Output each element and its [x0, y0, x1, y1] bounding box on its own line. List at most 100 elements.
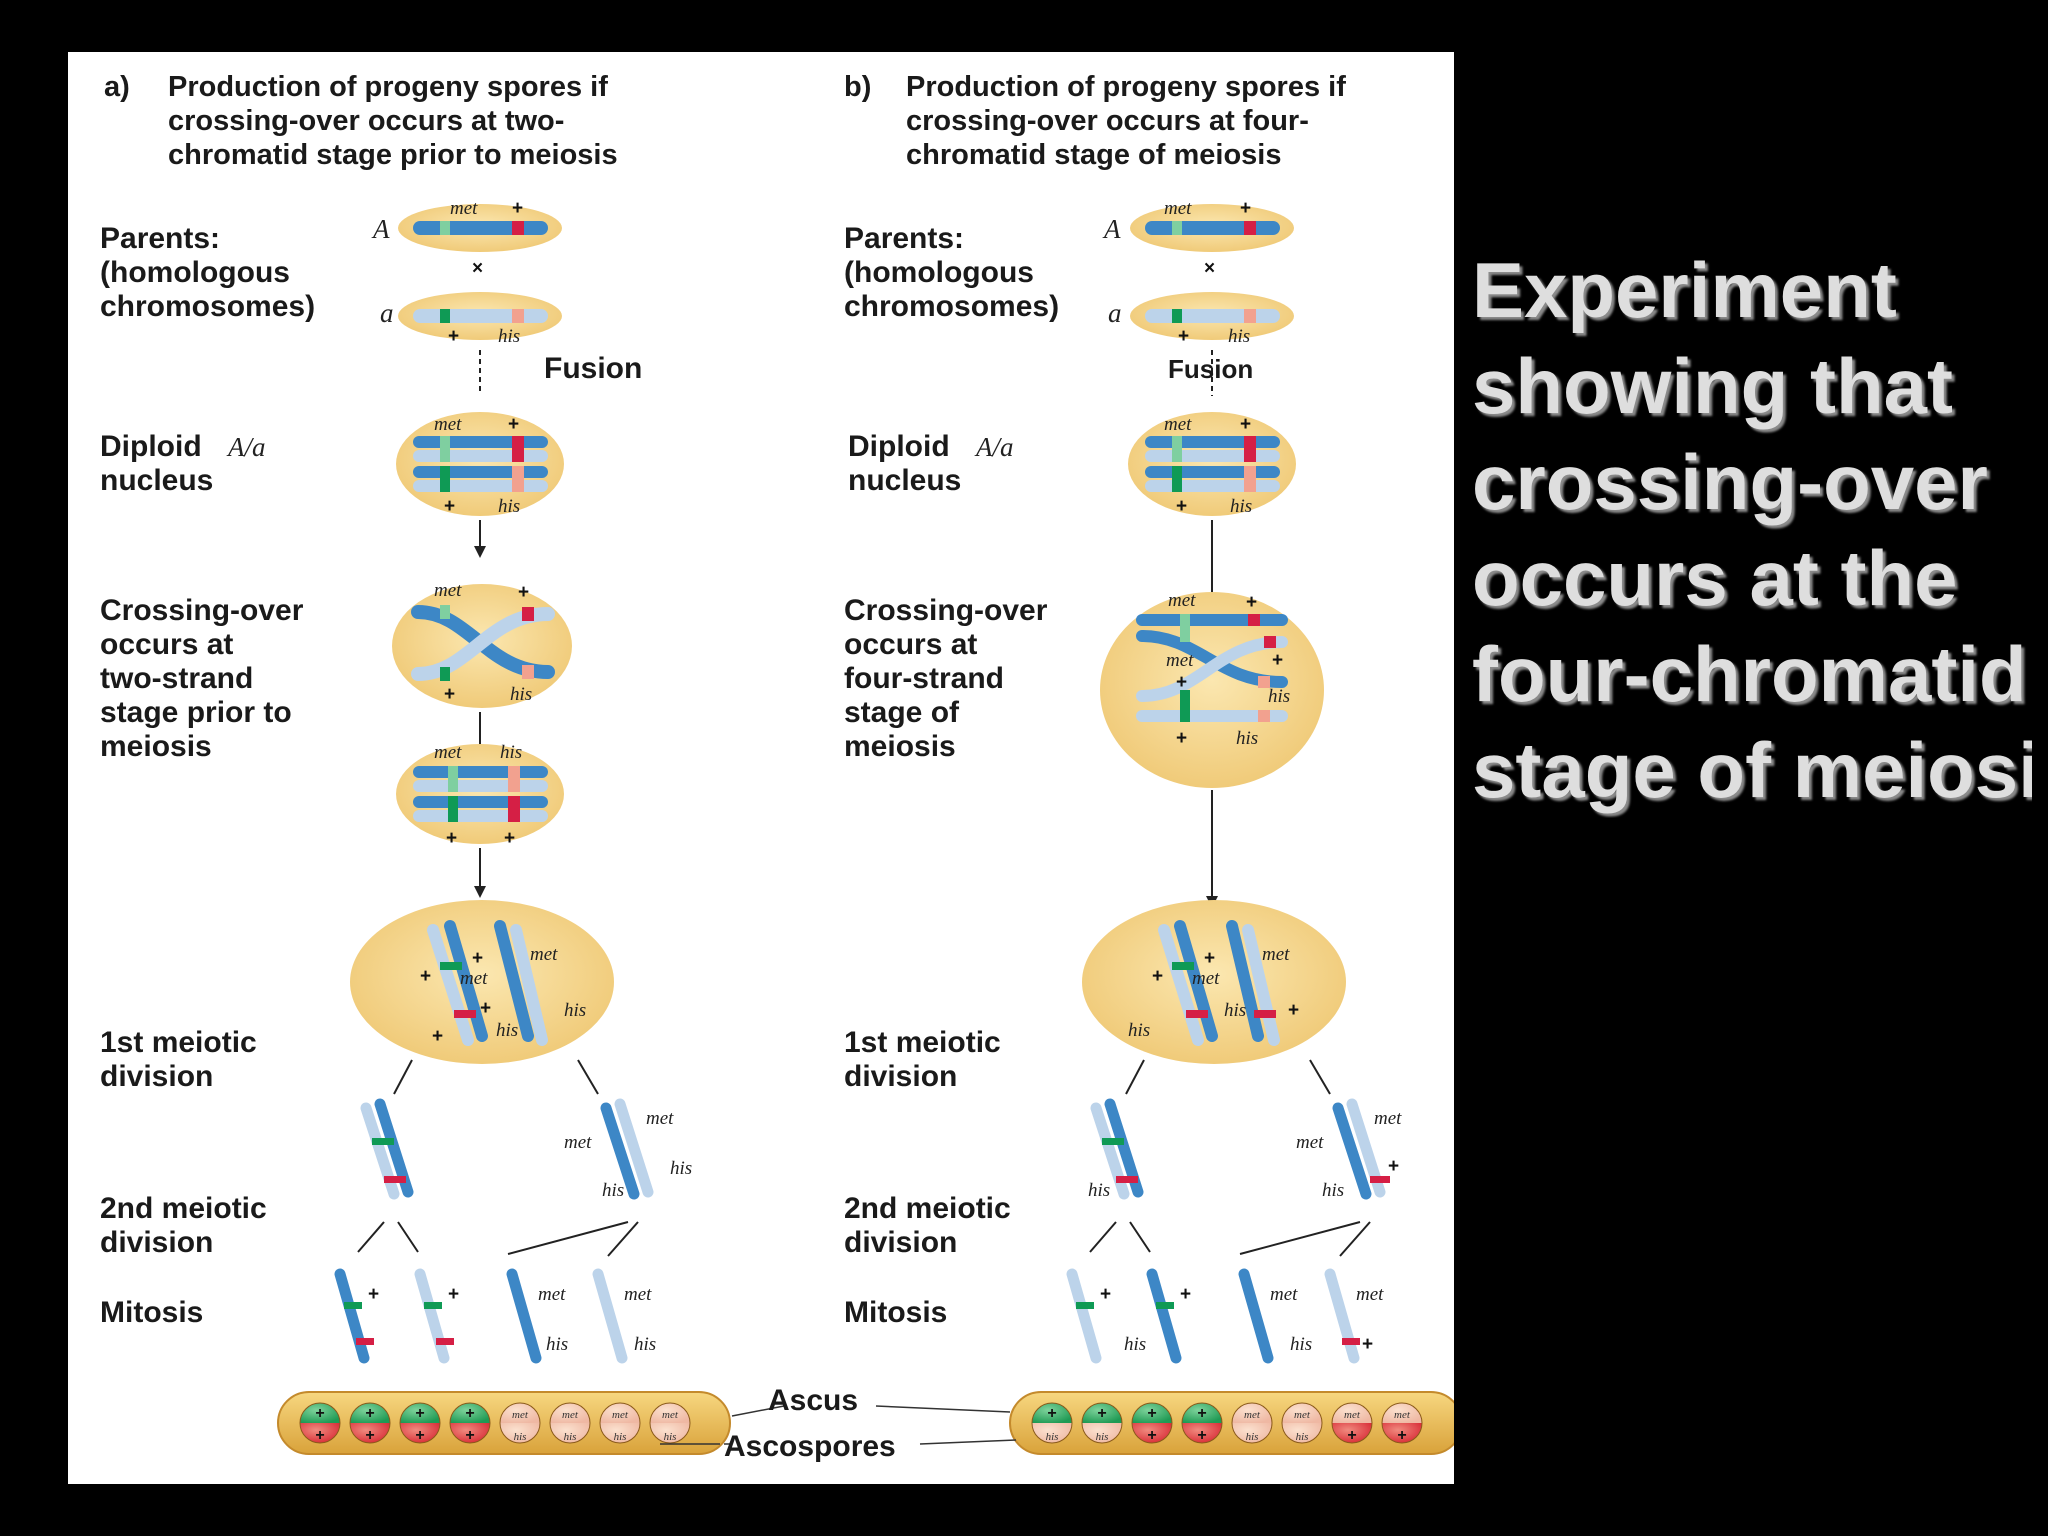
panel-b-meiosis1-products: met met his his + — [1088, 1098, 1402, 1201]
panel-a-nucleus-label: nucleus — [100, 464, 213, 497]
ascospore-label: met — [562, 1409, 579, 1421]
panel-a-recombinant-nucleus: met his + + — [396, 742, 564, 849]
panel-a-crossing-line3: two-strand — [100, 662, 253, 695]
gene-label-his: his — [564, 1000, 586, 1021]
gene-label-met: met — [1168, 590, 1196, 611]
panel-a-crossover-cell: met + + his — [392, 580, 572, 708]
gene-label-met: met — [1374, 1108, 1402, 1129]
gene-label-plus: + — [368, 1284, 379, 1305]
gene-label-plus: + — [480, 998, 491, 1019]
panel-a-meiosis2-line2: division — [100, 1226, 213, 1259]
gene-label-his: his — [1088, 1180, 1110, 1201]
side-caption-line: four-chromatid — [1472, 630, 2027, 718]
ascospore-label: + — [1197, 1427, 1206, 1444]
panel-a-crossing-line2: occurs at — [100, 628, 233, 661]
panel-a-parents-line2: (homologous — [100, 256, 290, 289]
panel-a: a) Production of progeny spores if cross… — [100, 71, 731, 1455]
panel-a-meiosis1-line2: division — [100, 1060, 213, 1093]
gene-label-his: his — [1224, 1000, 1246, 1021]
ascospore-label: met — [1244, 1409, 1261, 1421]
gene-label-plus: + — [1176, 496, 1187, 517]
panel-b-meiosis2-line2: division — [844, 1226, 957, 1259]
gene-label-his: his — [496, 1020, 518, 1041]
panel-b-heading: b) Production of progeny spores if cross… — [844, 71, 1346, 171]
panel-a-heading-line1: Production of progeny spores if — [168, 71, 608, 103]
panel-b-nucleus-label: nucleus — [848, 464, 961, 497]
gene-label-plus: + — [420, 966, 431, 987]
gene-label-his: his — [1236, 728, 1258, 749]
gene-label-met: met — [434, 414, 462, 435]
ascospore-label: + — [365, 1405, 374, 1422]
panel-b-heading-line2: crossing-over occurs at four- — [906, 105, 1309, 137]
ascospore-label: his — [664, 1431, 677, 1443]
ascospore-label: met — [512, 1409, 529, 1421]
gene-label-met: met — [530, 944, 558, 965]
panel-b-crossover-cell: met + met + + his + his — [1100, 590, 1324, 788]
ascospore: ++ — [1181, 1402, 1223, 1444]
gene-label-plus: + — [446, 828, 457, 849]
gene-label-plus: + — [518, 582, 529, 603]
panel-b-mitosis-chromatids: met met his his + + + — [1066, 1268, 1384, 1364]
panel-b-meiosis1-label: 1st meiotic — [844, 1026, 1001, 1059]
panel-a-heading-line3: chromatid stage prior to meiosis — [168, 139, 618, 171]
side-caption-line: Experiment — [1472, 246, 1897, 334]
mating-type-a: a — [1108, 298, 1122, 328]
ascospore-label: met — [1394, 1409, 1411, 1421]
ascospore-label: met — [612, 1409, 629, 1421]
gene-label-plus: + — [472, 948, 483, 969]
gene-label-his: his — [1128, 1020, 1150, 1041]
panel-b-fusion-label: Fusion — [1168, 354, 1253, 384]
side-caption-line: crossing-over — [1472, 438, 1988, 526]
gene-label-met: met — [1164, 414, 1192, 435]
gene-label-his: his — [1268, 686, 1290, 707]
gene-label-his: his — [670, 1158, 692, 1179]
gene-label-plus: + — [1100, 1284, 1111, 1305]
gene-label-met: met — [1166, 650, 1194, 671]
ascospore-label: his — [514, 1431, 527, 1443]
ascospore-label: + — [415, 1405, 424, 1422]
gene-label-plus: + — [1204, 948, 1215, 969]
gene-label-plus: + — [1246, 592, 1257, 613]
gene-label-met: met — [1262, 944, 1290, 965]
panel-a-letter: a) — [104, 71, 130, 103]
gene-label-plus: + — [1152, 966, 1163, 987]
panel-a-fusion-label: Fusion — [544, 352, 642, 385]
side-caption-line: occurs at the — [1472, 534, 1958, 622]
gene-label-met: met — [624, 1284, 652, 1305]
ascospore-label: + — [1397, 1427, 1406, 1444]
gene-label-met: met — [1356, 1284, 1384, 1305]
panel-b-parents-label: Parents: — [844, 222, 964, 255]
panel-a-mitosis-label: Mitosis — [100, 1296, 203, 1329]
panel-b-crossing-label: Crossing-over — [844, 594, 1048, 627]
ascospore-label: + — [315, 1427, 324, 1444]
panel-b-heading-line3: chromatid stage of meiosis — [906, 139, 1282, 171]
panel-a-mitosis-chromatids: met met his his + + — [334, 1268, 656, 1364]
panel-b-parent-a-chromosome: + his a — [1108, 292, 1294, 347]
panel-a-parents-label: Parents: — [100, 222, 220, 255]
gene-label-his: his — [546, 1334, 568, 1355]
side-caption: Experiment showing that crossing-over oc… — [1472, 242, 2032, 818]
ascospore: met + — [1381, 1402, 1423, 1444]
side-caption-line: stage of meiosis — [1472, 726, 2032, 814]
mating-type-a: a — [380, 298, 394, 328]
ascospore: ++ — [1131, 1402, 1173, 1444]
ascospore-label: his — [1096, 1431, 1109, 1443]
panel-a-diploid-nucleus: met + + his — [396, 412, 564, 517]
parent-a-lower-chromosome: + his a — [380, 292, 562, 347]
gene-label-met: met — [646, 1108, 674, 1129]
panel-a-heading-line2: crossing-over occurs at two- — [168, 105, 564, 137]
parent-a-chromosome: met + A — [371, 198, 562, 252]
panel-b-diploid-genotype: A/a — [974, 432, 1014, 462]
panel-b-mitosis-label: Mitosis — [844, 1296, 947, 1329]
ascospore-label: his — [1296, 1431, 1309, 1443]
panel-b-heading-line1: Production of progeny spores if — [906, 71, 1346, 103]
gene-label-plus: + — [1176, 728, 1187, 749]
panel-b-crossing-line2: occurs at — [844, 628, 977, 661]
panel-a-crossing-line5: meiosis — [100, 730, 212, 763]
gene-label-met: met — [564, 1132, 592, 1153]
